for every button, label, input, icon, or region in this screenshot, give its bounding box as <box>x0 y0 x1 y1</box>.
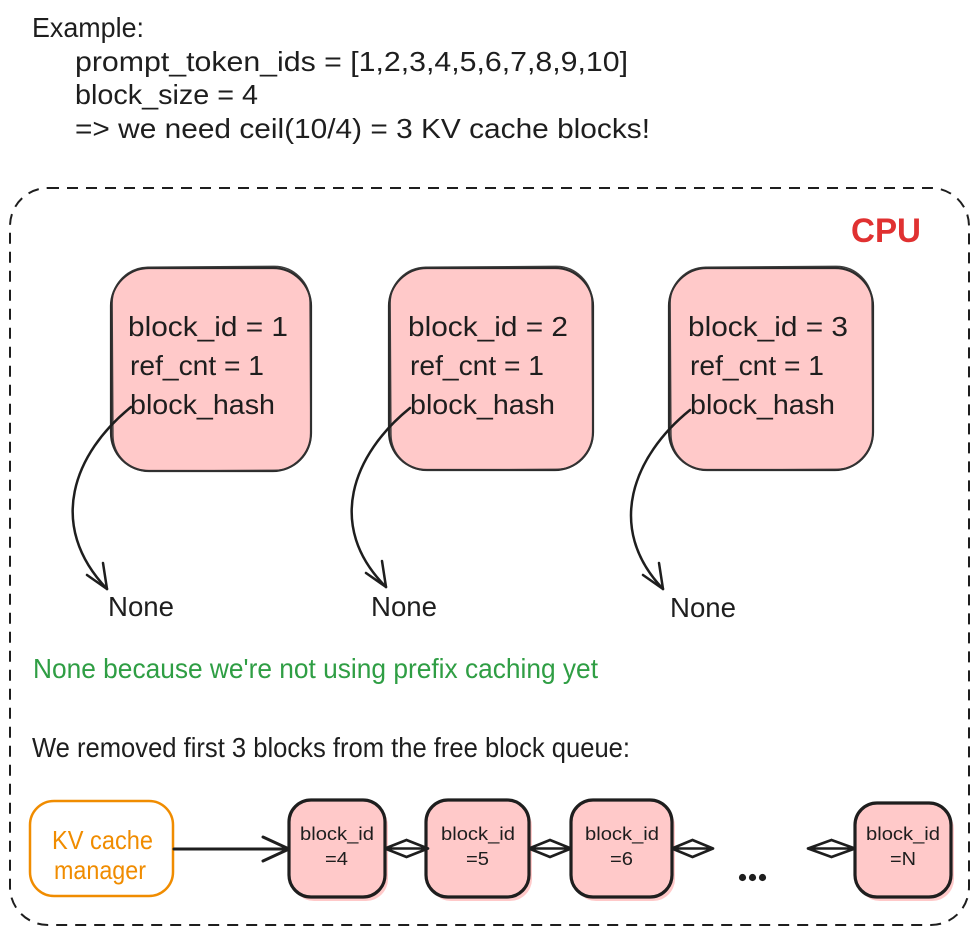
svg-text:block_id: block_id <box>441 824 515 845</box>
svg-text:prompt_token_ids = [1,2,3,4,5,: prompt_token_ids = [1,2,3,4,5,6,7,8,9,10… <box>75 46 628 77</box>
svg-text:None: None <box>670 592 736 623</box>
svg-text:block_id = 2: block_id = 2 <box>408 311 568 342</box>
svg-text:block_hash: block_hash <box>130 389 275 420</box>
svg-text:KV cache: KV cache <box>52 825 153 855</box>
svg-text:block_id: block_id <box>585 824 659 845</box>
svg-text:block_hash: block_hash <box>410 389 555 420</box>
svg-text:We removed first 3 blocks from: We removed first 3 blocks from the free … <box>32 732 630 763</box>
svg-text:=6: =6 <box>610 849 633 869</box>
svg-text:block_hash: block_hash <box>690 389 835 420</box>
svg-text:block_id = 1: block_id = 1 <box>128 311 288 342</box>
svg-text:None: None <box>371 591 437 622</box>
svg-text:=N: =N <box>890 849 916 869</box>
svg-text:None: None <box>108 591 174 622</box>
svg-text:ref_cnt = 1: ref_cnt = 1 <box>410 350 544 381</box>
svg-text:CPU: CPU <box>851 212 921 250</box>
svg-text:Example:: Example: <box>32 12 144 43</box>
svg-text:block_id = 3: block_id = 3 <box>688 311 848 342</box>
svg-text:=> we need ceil(10/4) = 3 KV c: => we need ceil(10/4) = 3 KV cache block… <box>75 113 650 144</box>
svg-text:=4: =4 <box>325 849 348 869</box>
svg-text:block_size = 4: block_size = 4 <box>75 79 258 110</box>
svg-text:ref_cnt = 1: ref_cnt = 1 <box>130 350 264 381</box>
svg-text:block_id: block_id <box>866 824 940 845</box>
svg-text:=5: =5 <box>466 849 489 869</box>
svg-text:block_id: block_id <box>300 824 374 845</box>
svg-text:ref_cnt = 1: ref_cnt = 1 <box>690 350 824 381</box>
svg-text:manager: manager <box>54 855 146 885</box>
svg-text:None because we're not using p: None because we're not using prefix cach… <box>33 653 598 684</box>
